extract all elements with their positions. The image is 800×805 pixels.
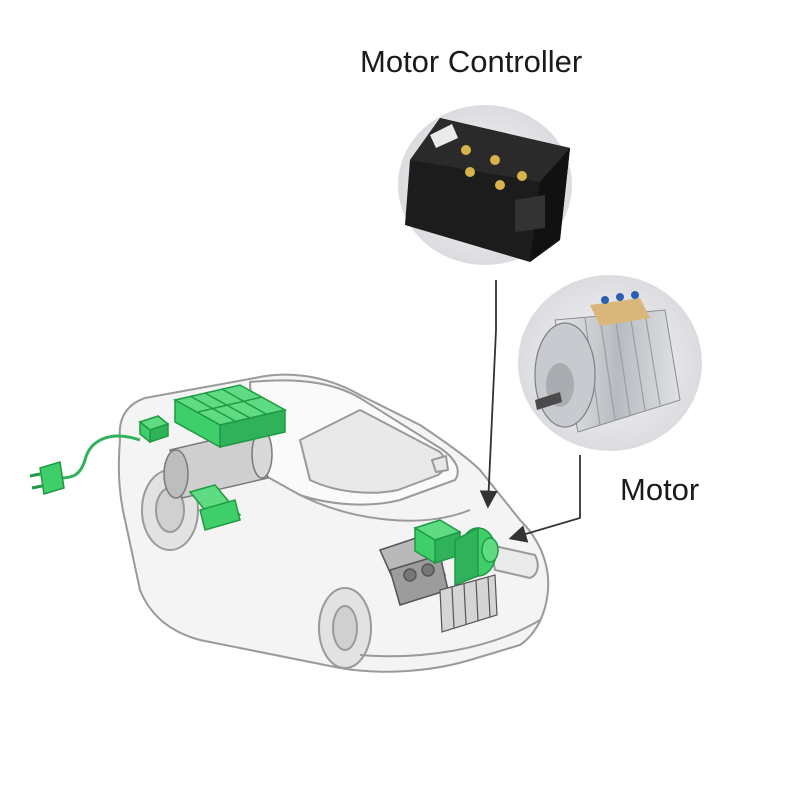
motor-controller-icon	[413, 519, 462, 565]
motor-callout	[518, 275, 702, 451]
motor-label: Motor	[620, 472, 700, 507]
front-hub	[332, 605, 358, 651]
rear-drivetrain-icon	[188, 484, 242, 531]
charging-cable	[59, 434, 141, 480]
hood-line	[299, 494, 471, 522]
motor-controller-callout	[398, 105, 572, 265]
charger-box-icon	[138, 415, 170, 444]
headlight	[489, 544, 539, 579]
cylinder-tank	[163, 429, 273, 499]
controller-arrow	[479, 280, 498, 509]
electric-motor-icon	[454, 526, 499, 587]
battery-pack-icon	[172, 384, 288, 449]
plug-icon	[29, 461, 65, 495]
front-bumper	[359, 619, 541, 658]
motor-controller-label: Motor Controller	[360, 44, 583, 79]
side-mirror	[431, 455, 449, 473]
radiator-grille	[439, 574, 498, 633]
motor-arrow	[508, 455, 581, 543]
